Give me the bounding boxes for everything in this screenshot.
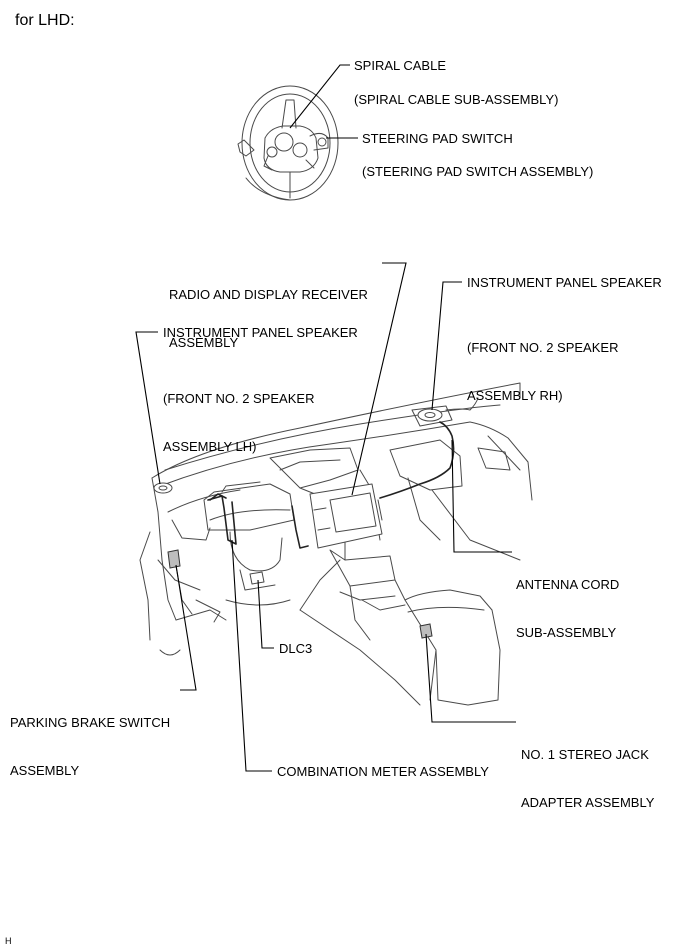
- label-ip-speaker-rh-sub2: ASSEMBLY RH): [467, 388, 563, 403]
- label-radio-line2: ASSEMBLY: [169, 335, 239, 350]
- label-ip-speaker-rh-sub: (FRONT NO. 2 SPEAKER ASSEMBLY RH): [467, 308, 618, 420]
- label-spiral-cable: SPIRAL CABLE: [354, 58, 447, 73]
- leader-lines: [135, 64, 516, 772]
- steering-wheel-drawing: [237, 85, 339, 201]
- label-ip-speaker-rh-sub1: (FRONT NO. 2 SPEAKER: [467, 340, 619, 355]
- label-steering-pad-switch-assembly: (STEERING PAD SWITCH ASSEMBLY): [362, 164, 594, 179]
- page-header: for LHD:: [15, 12, 75, 29]
- label-parking-brake-switch: PARKING BRAKE SWITCH ASSEMBLY: [10, 683, 170, 795]
- label-antenna-line2: SUB-ASSEMBLY: [516, 625, 617, 640]
- label-stereo-jack-adapter: NO. 1 STEREO JACK ADAPTER ASSEMBLY: [521, 715, 654, 827]
- label-ip-speaker-lh-sub1: (FRONT NO. 2 SPEAKER: [163, 391, 315, 406]
- label-parking-line1: PARKING BRAKE SWITCH: [10, 715, 171, 730]
- label-parking-line2: ASSEMBLY: [10, 763, 80, 778]
- label-ip-speaker-rh: INSTRUMENT PANEL SPEAKER: [467, 275, 662, 290]
- label-radio-receiver: RADIO AND DISPLAY RECEIVER ASSEMBLY: [169, 255, 368, 367]
- label-ip-speaker-lh: INSTRUMENT PANEL SPEAKER: [163, 325, 358, 340]
- label-ip-speaker-lh-sub: (FRONT NO. 2 SPEAKER ASSEMBLY LH): [163, 359, 314, 471]
- label-ip-speaker-lh-sub2: ASSEMBLY LH): [163, 439, 257, 454]
- label-antenna-cord: ANTENNA CORD SUB-ASSEMBLY: [516, 545, 619, 657]
- label-steering-pad-switch: STEERING PAD SWITCH: [362, 131, 513, 146]
- label-spiral-cable-sub-assembly: (SPIRAL CABLE SUB-ASSEMBLY): [354, 92, 559, 107]
- label-radio-line1: RADIO AND DISPLAY RECEIVER: [169, 287, 368, 302]
- label-antenna-line1: ANTENNA CORD: [516, 577, 620, 592]
- label-combination-meter: COMBINATION METER ASSEMBLY: [277, 764, 489, 779]
- figure-code: H: [5, 936, 12, 946]
- instrument-panel-drawing: [139, 382, 533, 706]
- label-stereo-line1: NO. 1 STEREO JACK: [521, 747, 649, 762]
- label-dlc3: DLC3: [279, 641, 313, 656]
- label-stereo-line2: ADAPTER ASSEMBLY: [521, 795, 655, 810]
